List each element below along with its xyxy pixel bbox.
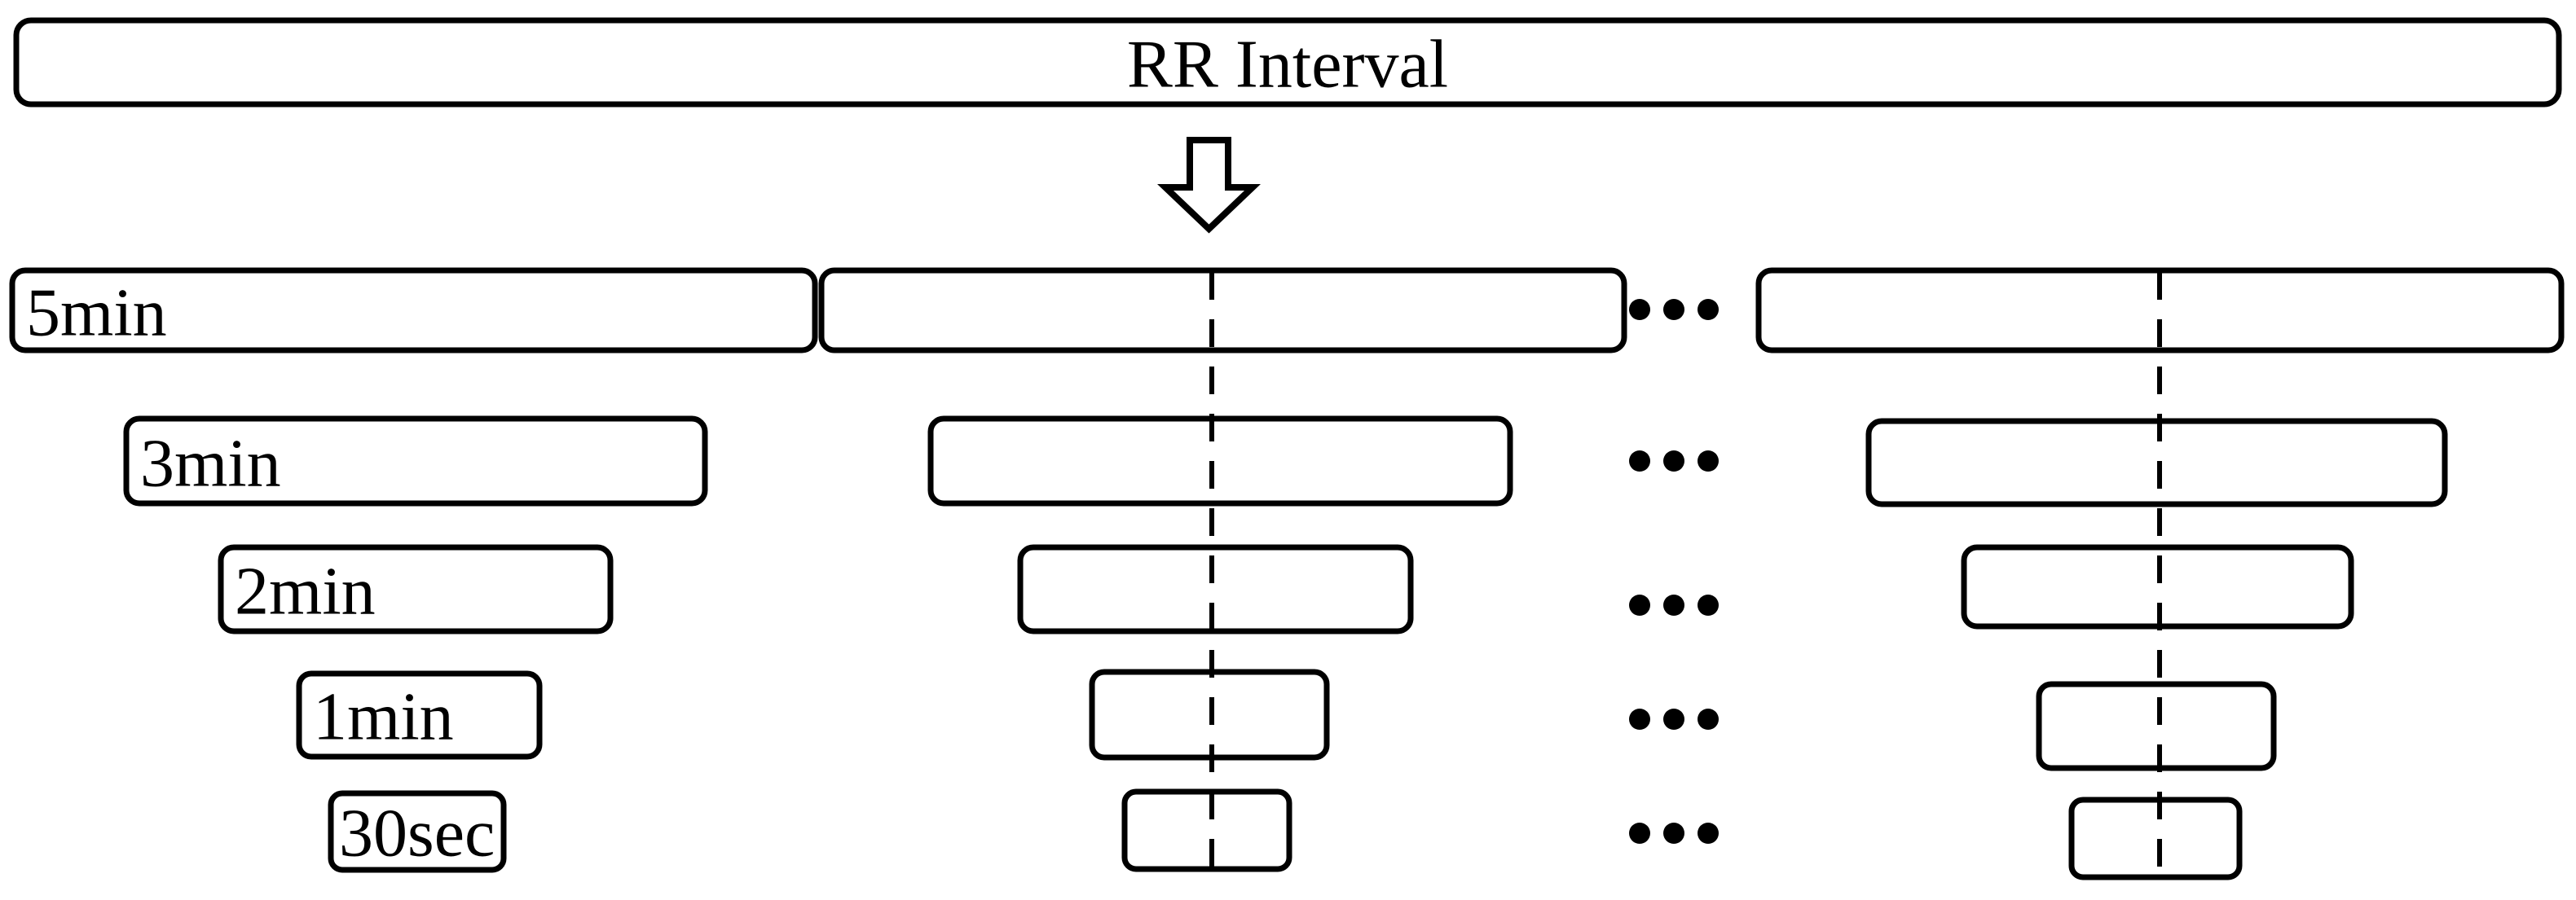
ellipsis-dot	[1698, 709, 1719, 730]
ellipsis-dot	[1629, 299, 1650, 320]
rr-interval-box	[13, 17, 2562, 108]
row-label-2min: 2min	[235, 554, 376, 630]
ellipsis-dot	[1629, 450, 1650, 472]
ellipsis-dot	[1698, 450, 1719, 472]
ellipsis-dot	[1663, 299, 1684, 320]
segment-box-30sec-right	[2068, 797, 2243, 880]
ellipsis-dot	[1663, 595, 1684, 616]
ellipsis-dot	[1698, 595, 1719, 616]
segment-box-30sec-middle	[1121, 788, 1292, 872]
ellipsis-icon-row4	[1629, 709, 1719, 730]
figure-title: RR Interval	[1127, 27, 1448, 103]
row-label-1min: 1min	[313, 679, 454, 755]
ellipsis-dot	[1698, 823, 1719, 844]
ellipsis-icon-row3	[1629, 595, 1719, 616]
segment-box-30sec-left	[328, 790, 507, 873]
segment-box-2min-left	[218, 544, 614, 634]
segment-box-5min-left	[9, 267, 818, 353]
ellipsis-icon-row5	[1629, 823, 1719, 844]
segment-box-5min-right	[1755, 267, 2565, 353]
row-label-3min: 3min	[140, 426, 281, 502]
ellipsis-dot	[1629, 823, 1650, 844]
ellipsis-dot	[1629, 709, 1650, 730]
ellipsis-dot	[1698, 299, 1719, 320]
ellipsis-dot	[1629, 595, 1650, 616]
ellipsis-dot	[1663, 450, 1684, 472]
segment-box-2min-middle	[1017, 544, 1414, 634]
ellipsis-icon-row2	[1629, 450, 1719, 472]
segment-box-3min-middle	[927, 415, 1513, 507]
ellipsis-dot	[1663, 823, 1684, 844]
segment-box-5min-middle	[818, 267, 1627, 353]
segment-box-3min-left	[123, 415, 708, 507]
segment-box-1min-right	[2036, 681, 2277, 771]
segment-box-1min-left	[296, 670, 543, 760]
ellipsis-dot	[1663, 709, 1684, 730]
down-arrow-icon	[1157, 137, 1261, 234]
segment-box-3min-right	[1865, 418, 2448, 507]
row-label-30sec: 30sec	[339, 796, 495, 871]
ellipsis-icon-row1	[1629, 299, 1719, 320]
row-label-5min: 5min	[26, 275, 167, 351]
